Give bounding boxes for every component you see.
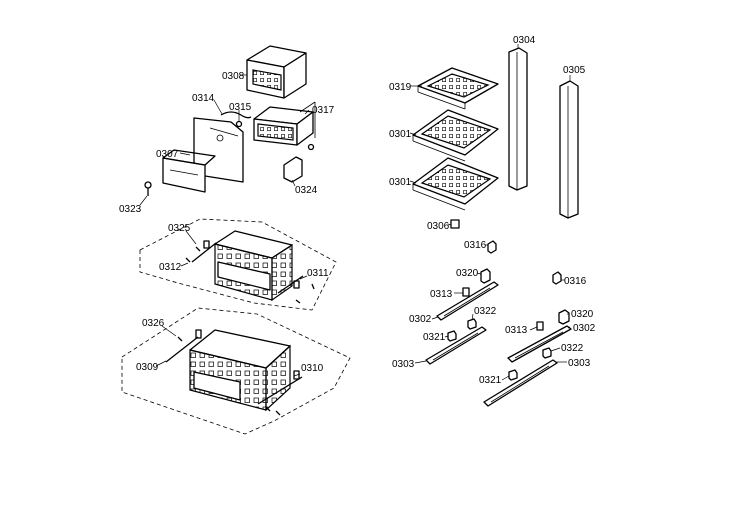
label-0316-upper: 0316 [464, 240, 487, 251]
clip-0316-lower [552, 271, 562, 285]
upper-rails-0312 [185, 240, 315, 304]
label-0322-upper: 0322 [474, 306, 497, 317]
lower-drawer-0310 [189, 329, 291, 412]
rail-0305 [559, 80, 579, 219]
label-0317: 0317 [312, 105, 335, 116]
label-0313-upper: 0313 [430, 289, 453, 300]
label-0321-lower: 0321 [479, 375, 502, 386]
label-0302-upper: 0302 [409, 314, 432, 325]
label-0324: 0324 [295, 185, 318, 196]
label-0306: 0306 [427, 221, 450, 232]
clip-0322-upper [467, 318, 477, 330]
label-0316-lower: 0316 [564, 276, 587, 287]
shelf-0301-lower [412, 157, 499, 211]
label-0311: 0311 [307, 268, 329, 279]
clip-0313-upper [462, 287, 470, 297]
label-0303-upper: 0303 [392, 359, 415, 370]
clip-0320-lower [558, 309, 570, 325]
label-0301-lower: 0301 [389, 177, 412, 188]
label-0310: 0310 [301, 363, 324, 374]
ice-bucket-0308 [246, 45, 307, 99]
shelf-0319 [417, 67, 499, 110]
slide-rail-0302-upper [436, 281, 499, 321]
label-0303-lower: 0303 [568, 358, 591, 369]
clip-0313-lower [536, 321, 544, 331]
rail-0304 [508, 47, 528, 191]
upper-drawer-group-outline [139, 218, 337, 311]
leader-lines [139, 44, 571, 381]
slide-rail-0302-lower [507, 325, 572, 363]
label-0313-lower: 0313 [505, 325, 528, 336]
bracket-0324 [283, 156, 303, 183]
screws-0323 [144, 181, 152, 196]
clip-0320-upper [480, 268, 491, 284]
label-0326: 0326 [142, 318, 165, 329]
clip-0321-lower [508, 369, 518, 381]
label-0322-lower: 0322 [561, 343, 584, 354]
ice-bin-support-0307 [162, 117, 244, 193]
shelf-0301-upper [412, 109, 499, 162]
label-0312: 0312 [159, 262, 182, 273]
label-0325: 0325 [168, 223, 191, 234]
label-0302-lower: 0302 [573, 323, 596, 334]
ice-maker-0317 [253, 101, 316, 151]
slide-rail-0303-lower [483, 359, 558, 407]
clip-0316-upper [487, 240, 497, 254]
label-0305: 0305 [563, 65, 586, 76]
label-0320-lower: 0320 [571, 309, 594, 320]
clip-0322-lower [542, 347, 552, 359]
clip-0306 [450, 219, 460, 229]
label-0321-upper: 0321 [423, 332, 446, 343]
label-0315: 0315 [229, 102, 252, 113]
label-0307: 0307 [156, 149, 179, 160]
label-0304: 0304 [513, 35, 536, 46]
upper-drawer-0311 [214, 230, 293, 302]
label-0301-upper: 0301 [389, 129, 412, 140]
label-0314: 0314 [192, 93, 215, 104]
label-0320-upper: 0320 [456, 268, 479, 279]
label-0309: 0309 [136, 362, 159, 373]
label-0308: 0308 [222, 71, 245, 82]
label-0319: 0319 [389, 82, 412, 93]
clip-0321-upper [447, 330, 457, 342]
slide-rail-0303-upper [425, 326, 487, 365]
label-0323: 0323 [119, 204, 142, 215]
lower-rails-0309 [165, 329, 303, 416]
wire-harness-0314-0315 [220, 111, 252, 128]
